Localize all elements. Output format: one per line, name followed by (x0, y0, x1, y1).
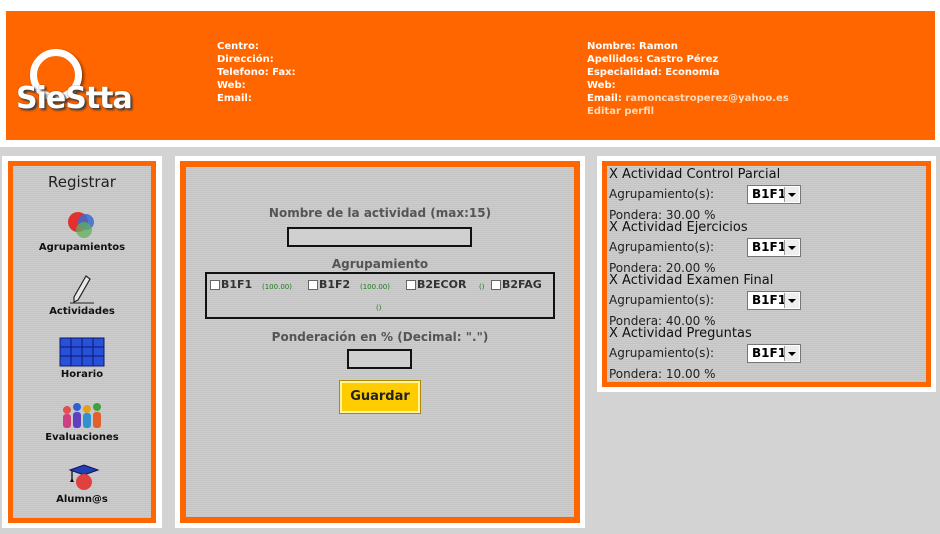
chevron-down-icon (784, 187, 799, 202)
menu-label-actividades: Actividades (49, 306, 115, 317)
siestta-logo[interactable]: SieStta (16, 49, 156, 121)
group-pct-b1f2: (100.00) (360, 283, 390, 291)
activity-title: X Actividad Ejercicios (609, 220, 748, 235)
user-email-label: Email: (587, 93, 622, 104)
group-name-b1f2: B1F2 (319, 278, 351, 291)
menu-item-actividades[interactable]: Actividades (13, 274, 151, 317)
activity-title: X Actividad Control Parcial (609, 167, 780, 182)
activity-group-value: B1F1 (752, 187, 785, 201)
activity-name-input[interactable] (287, 227, 472, 247)
activity-group-select[interactable]: B1F1 (747, 238, 801, 257)
user-specialty-row: Especialidad: Economía (587, 66, 789, 79)
activity-name: Actividad Ejercicios (622, 220, 748, 235)
activity-item: X Actividad Ejercicios Agrupamiento(s): … (609, 220, 924, 275)
chevron-down-icon (784, 293, 799, 308)
activity-name: Actividad Control Parcial (622, 167, 781, 182)
centre-name: Centro: (217, 41, 259, 52)
graduate-icon (68, 464, 100, 490)
menu-label-alumnos: Alumn@s (56, 494, 108, 505)
menu-item-evaluaciones[interactable]: Evaluaciones (13, 400, 151, 443)
activity-title: X Actividad Preguntas (609, 326, 752, 341)
delete-activity-button[interactable]: X (609, 326, 618, 341)
user-surname-value: Castro Pérez (646, 54, 719, 65)
activities-list: X Actividad Control Parcial Agrupamiento… (607, 166, 926, 382)
activity-form: Nombre de la actividad (max:15) Agrupami… (186, 167, 574, 517)
activity-weight: Pondera: 40.00 % (609, 314, 716, 328)
checkbox-b1f2[interactable] (308, 280, 318, 290)
group-label: Agrupamiento (331, 257, 429, 271)
activity-weight: Pondera: 30.00 % (609, 208, 716, 222)
chevron-down-icon (784, 346, 799, 361)
logo-ring-icon (30, 49, 82, 101)
user-name-label: Nombre: (587, 41, 636, 52)
weight-label: Ponderación en % (Decimal: ".") (271, 330, 489, 344)
activity-group-label: Agrupamiento(s): (609, 346, 715, 360)
menu-item-agrupamientos[interactable]: Agrupamientos (13, 210, 151, 253)
group-name-b2ecor: B2ECOR (417, 278, 467, 291)
centre-phone: Telefono: Fax: (217, 67, 296, 78)
group-checkbox-list: B1F1 (100.00) B1F2 (100.00) B2ECOR () B2… (205, 272, 555, 319)
user-email-row: Email: ramoncastroperez@yahoo.es (587, 92, 789, 105)
centre-web: Web: (217, 80, 246, 91)
activity-item: X Actividad Preguntas Agrupamiento(s): B… (609, 326, 924, 381)
activity-group-select[interactable]: B1F1 (747, 291, 801, 310)
weight-input[interactable] (347, 349, 412, 369)
logo-text: SieStta (16, 81, 133, 116)
activity-group-label: Agrupamiento(s): (609, 240, 715, 254)
menu-label-evaluaciones: Evaluaciones (45, 432, 119, 443)
activity-group-label: Agrupamiento(s): (609, 293, 715, 307)
centre-info: Centro: Dirección: Telefono: Fax: Web: E… (217, 40, 296, 105)
activity-group-value: B1F1 (752, 240, 785, 254)
delete-activity-button[interactable]: X (609, 167, 618, 182)
activity-item: X Actividad Examen Final Agrupamiento(s)… (609, 273, 924, 328)
activity-weight: Pondera: 20.00 % (609, 261, 716, 275)
save-button[interactable]: Guardar (339, 380, 421, 414)
register-menu: Registrar Agrupamientos Actividades Hora… (13, 166, 151, 518)
group-name-b1f1: B1F1 (221, 278, 253, 291)
activity-group-label: Agrupamiento(s): (609, 187, 715, 201)
pencil-icon (70, 275, 94, 304)
activity-title: X Actividad Examen Final (609, 273, 773, 288)
calendar-grid-icon (59, 337, 105, 367)
user-surname-row: Apellidos: Castro Pérez (587, 53, 789, 66)
delete-activity-button[interactable]: X (609, 273, 618, 288)
user-surname-label: Apellidos: (587, 54, 643, 65)
menu-label-agrupamientos: Agrupamientos (38, 242, 126, 253)
group-pct-b2fag: () (376, 304, 382, 312)
activity-name: Actividad Examen Final (622, 273, 774, 288)
edit-profile-link[interactable]: Editar perfil (587, 106, 655, 117)
centre-email: Email: (217, 93, 252, 104)
activity-group-value: B1F1 (752, 293, 785, 307)
user-email-value[interactable]: ramoncastroperez@yahoo.es (625, 93, 789, 104)
checkbox-b2fag[interactable] (491, 280, 501, 290)
groups-icon (68, 212, 94, 238)
chevron-down-icon (784, 240, 799, 255)
activity-name-label: Nombre de la actividad (max:15) (268, 206, 492, 220)
activity-name: Actividad Preguntas (622, 326, 752, 341)
people-icon (63, 403, 101, 428)
group-pct-b1f1: (100.00) (262, 283, 292, 291)
menu-item-alumnos[interactable]: Alumn@s (13, 462, 151, 505)
menu-title: Registrar (48, 173, 116, 191)
user-name-value: Ramon (639, 41, 678, 52)
checkbox-b2ecor[interactable] (406, 280, 416, 290)
user-info: Nombre: Ramon Apellidos: Castro Pérez Es… (587, 40, 789, 118)
user-name-row: Nombre: Ramon (587, 40, 789, 53)
header-bar: SieStta Centro: Dirección: Telefono: Fax… (6, 11, 935, 140)
centre-address: Dirección: (217, 54, 274, 65)
menu-item-horario[interactable]: Horario (13, 337, 151, 380)
user-specialty-label: Especialidad: (587, 67, 662, 78)
checkbox-b1f1[interactable] (210, 280, 220, 290)
user-specialty-value: Economía (665, 67, 720, 78)
activity-weight: Pondera: 10.00 % (609, 367, 716, 381)
group-pct-b2ecor: () (479, 283, 485, 291)
activity-item: X Actividad Control Parcial Agrupamiento… (609, 167, 924, 222)
user-web-row: Web: (587, 80, 616, 91)
group-name-b2fag: B2FAG (502, 278, 542, 291)
menu-label-horario: Horario (60, 369, 104, 380)
activity-group-value: B1F1 (752, 346, 785, 360)
delete-activity-button[interactable]: X (609, 220, 618, 235)
activity-group-select[interactable]: B1F1 (747, 344, 801, 363)
activity-group-select[interactable]: B1F1 (747, 185, 801, 204)
